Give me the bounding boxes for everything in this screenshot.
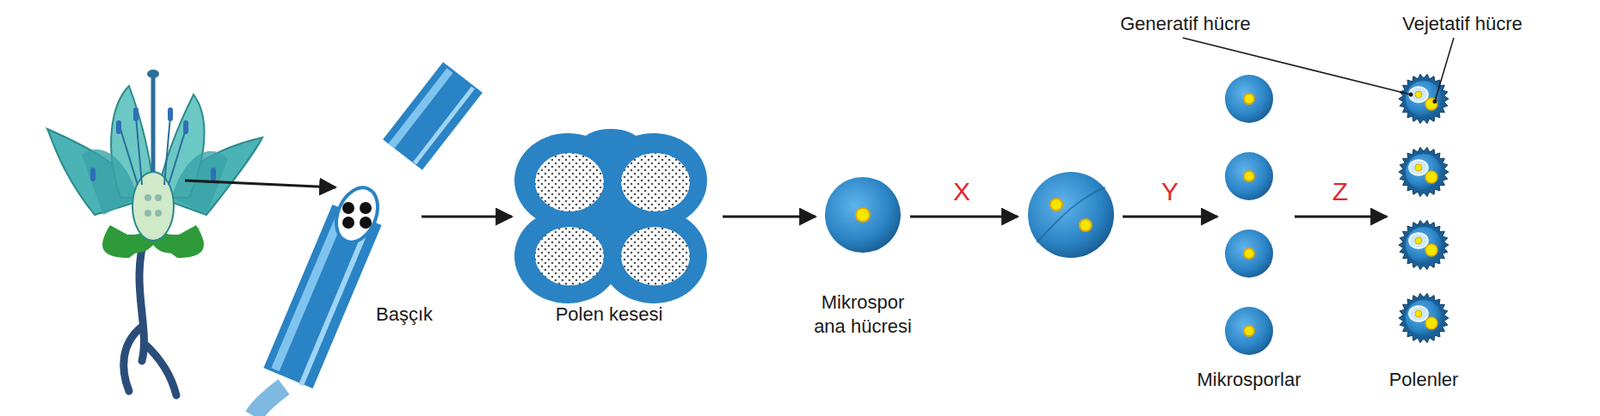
arrow [722,215,816,219]
part-label: Vejetatif hücre [1402,12,1522,37]
dyad-cell [1027,172,1114,259]
generative-cell [1409,160,1428,176]
arrow [421,215,512,219]
pollen-sac [514,129,708,304]
vegetative-nucleus [1425,98,1438,111]
nucleus [1243,248,1255,259]
vegetative-nucleus [1425,171,1438,184]
generative-nucleus [1415,237,1422,245]
step-letter: Z [1332,175,1348,209]
generative-cell [1409,233,1428,249]
pollen-body [1405,227,1442,264]
part-label: Başçık [375,302,433,327]
microspore [1224,307,1274,356]
part-label: Polen kesesi [555,302,664,327]
part-label: Mikrospor ana hücresi [806,290,920,339]
pollen-wall [1398,293,1449,343]
pollen-body [1405,80,1442,117]
leader-line [1434,37,1454,102]
leader-dot [1409,92,1414,98]
microspores [1224,74,1274,356]
arrow [910,215,1018,219]
nucleus [1243,326,1255,337]
pollen-wall [1398,220,1449,270]
flower [47,69,263,396]
part-label: Polenler [1389,368,1459,393]
pollen-grains [1398,73,1449,343]
part-label: Generatif hücre [1120,12,1251,37]
mother-cell [824,177,901,253]
microspore [1224,74,1274,124]
nucleus [1243,93,1255,105]
microspore [1224,229,1274,278]
step-letter: X [953,175,971,209]
arrow [184,180,336,188]
vegetative-nucleus [1425,244,1438,257]
step-letter: Y [1161,175,1179,209]
pollen-wall [1398,147,1449,197]
generative-nucleus [1415,164,1422,172]
generative-cell [1409,86,1428,103]
part-label: Mikrosporlar [1196,368,1301,393]
generative-nucleus [1415,310,1422,318]
arrow [1294,215,1387,219]
leader-dot [1433,99,1438,105]
pollen-body [1405,153,1442,191]
generative-cell [1409,306,1428,322]
arrow [1122,215,1218,219]
anther [253,70,474,416]
nucleus [1243,171,1255,182]
vegetative-nucleus [1425,317,1438,330]
microspore [1224,152,1274,201]
pollen-body [1405,300,1442,337]
generative-nucleus [1415,91,1422,99]
leader-line [1182,37,1411,95]
